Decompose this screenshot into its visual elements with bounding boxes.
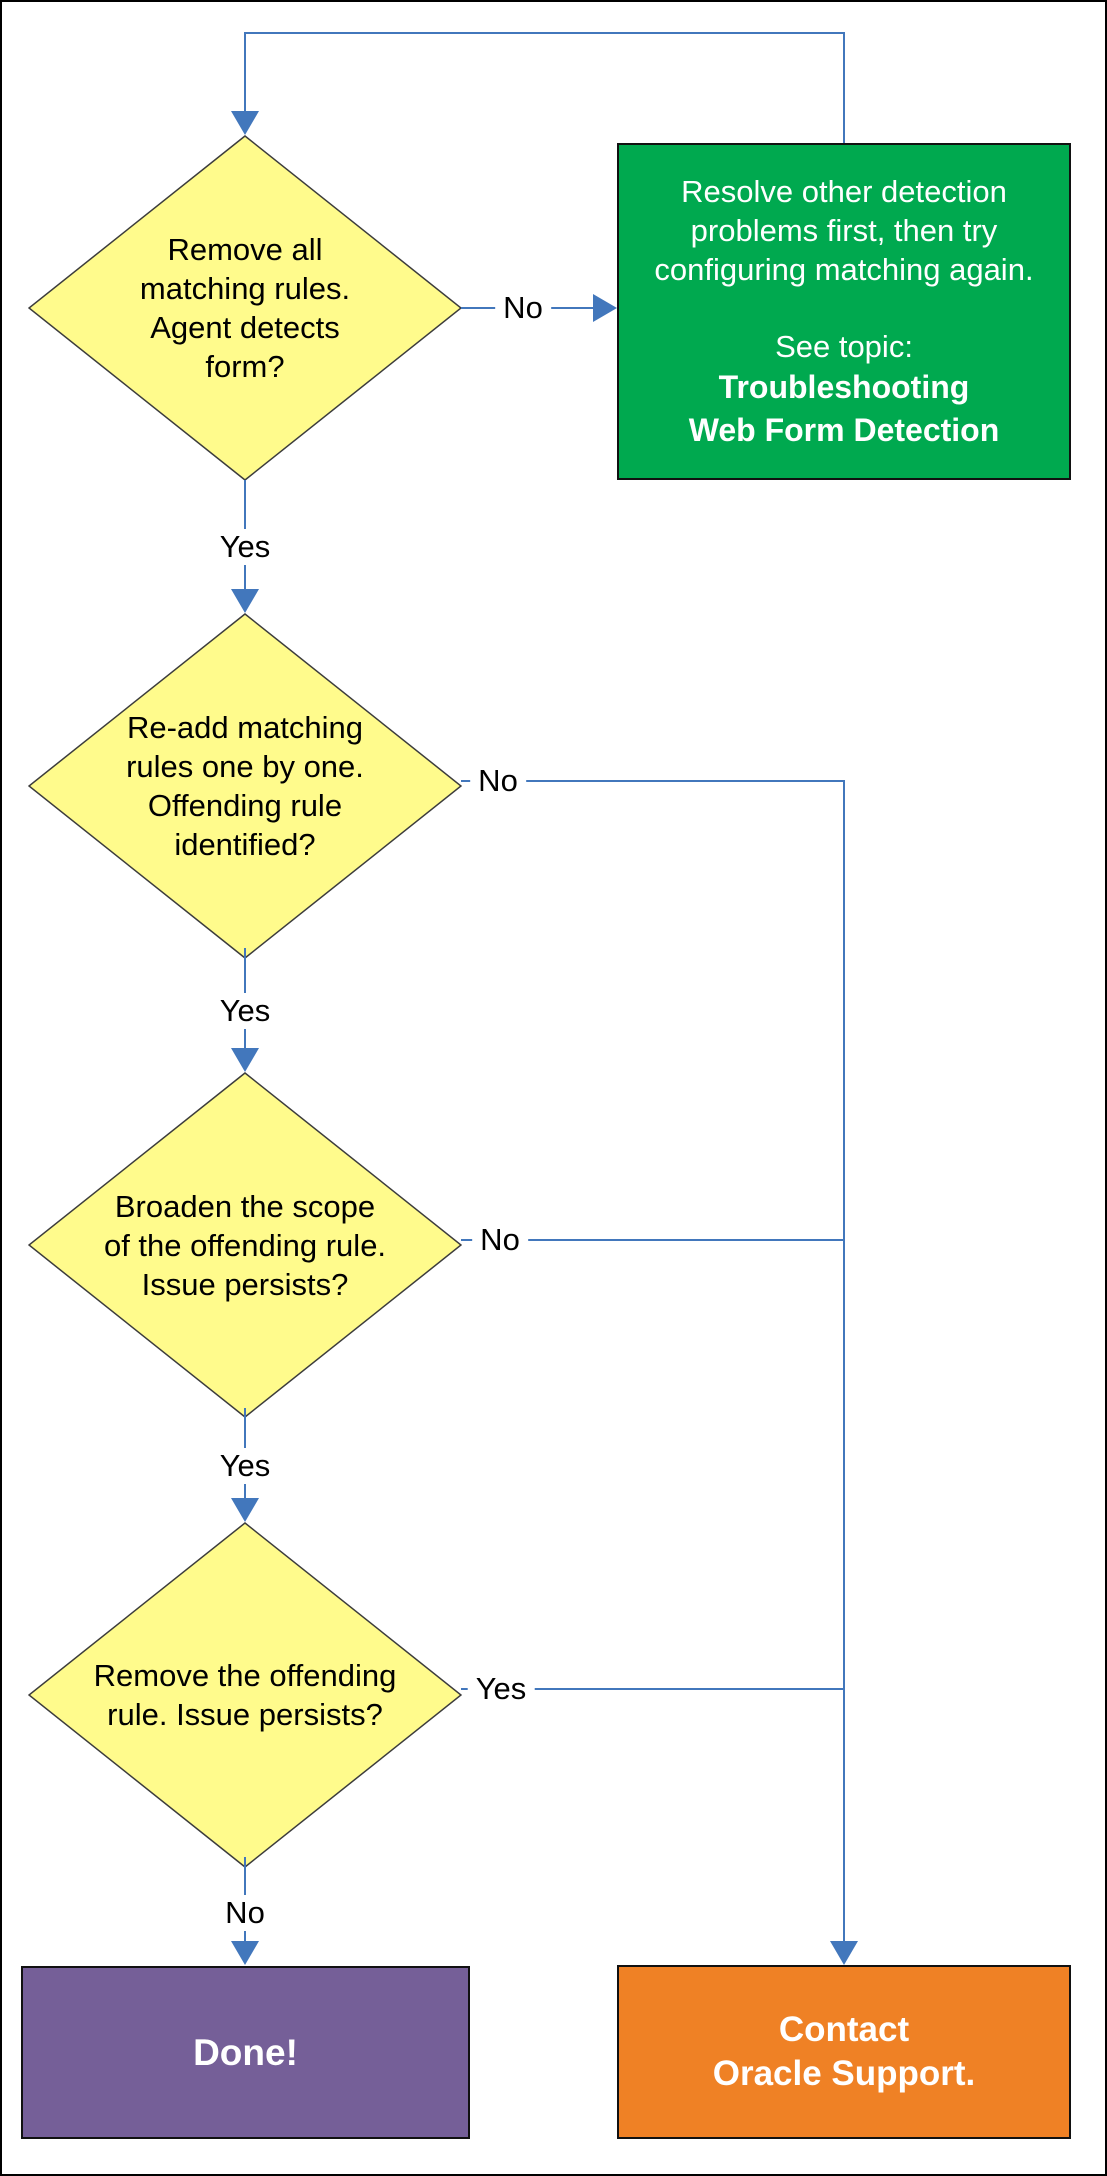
arrow-down-icon	[231, 1048, 259, 1072]
arrow-down-icon	[231, 1941, 259, 1965]
decision-broaden-scope: Broaden the scope of the offending rule.…	[28, 1072, 462, 1418]
terminal-done: Done!	[21, 1966, 470, 2139]
resolve-paragraph: Resolve other detection problems first, …	[654, 173, 1034, 287]
contact-text: Contact Oracle Support.	[712, 2010, 976, 2093]
connector-d4-yes	[461, 1688, 844, 1690]
edge-label-yes: Yes	[211, 529, 279, 565]
arrow-down-icon	[231, 589, 259, 613]
decision-readd-matching-rules: Re-add matching rules one by one. Offend…	[28, 613, 462, 959]
action-resolve-detection-problems: Resolve other detection problems first, …	[617, 143, 1071, 480]
decision-text: Broaden the scope of the offending rule.…	[103, 1188, 387, 1302]
decision-remove-all-matching-rules: Remove all matching rules. Agent detects…	[28, 135, 462, 481]
arrow-down-icon	[830, 1941, 858, 1965]
connector-collector-vertical	[843, 780, 845, 1942]
edge-label-no: No	[470, 763, 526, 799]
connector-loop-right-vertical	[843, 32, 845, 143]
connector-d2-no	[461, 780, 844, 782]
connector-loop-horizontal	[244, 32, 845, 34]
connector-d3-no	[461, 1239, 844, 1241]
arrow-right-icon	[593, 294, 617, 322]
arrow-down-icon	[231, 111, 259, 135]
terminal-contact-oracle-support: Contact Oracle Support.	[617, 1965, 1071, 2139]
decision-text: Remove all matching rules. Agent detects…	[139, 232, 351, 384]
edge-label-no: No	[495, 290, 551, 326]
resolve-see-topic: See topic:	[775, 328, 913, 364]
edge-label-no: No	[472, 1222, 528, 1258]
decision-text: Re-add matching rules one by one. Offend…	[126, 710, 364, 862]
resolve-topic-title: Troubleshooting Web Form Detection	[688, 368, 1000, 448]
decision-remove-offending-rule: Remove the offending rule. Issue persist…	[28, 1522, 462, 1868]
arrow-down-icon	[231, 1498, 259, 1522]
edge-label-yes: Yes	[211, 993, 279, 1029]
edge-label-yes: Yes	[211, 1448, 279, 1484]
edge-label-no: No	[217, 1895, 273, 1931]
done-text: Done!	[193, 2031, 298, 2073]
connector-loop-left-vertical	[244, 32, 246, 112]
decision-text: Remove the offending rule. Issue persist…	[93, 1658, 397, 1732]
edge-label-yes: Yes	[467, 1671, 535, 1707]
